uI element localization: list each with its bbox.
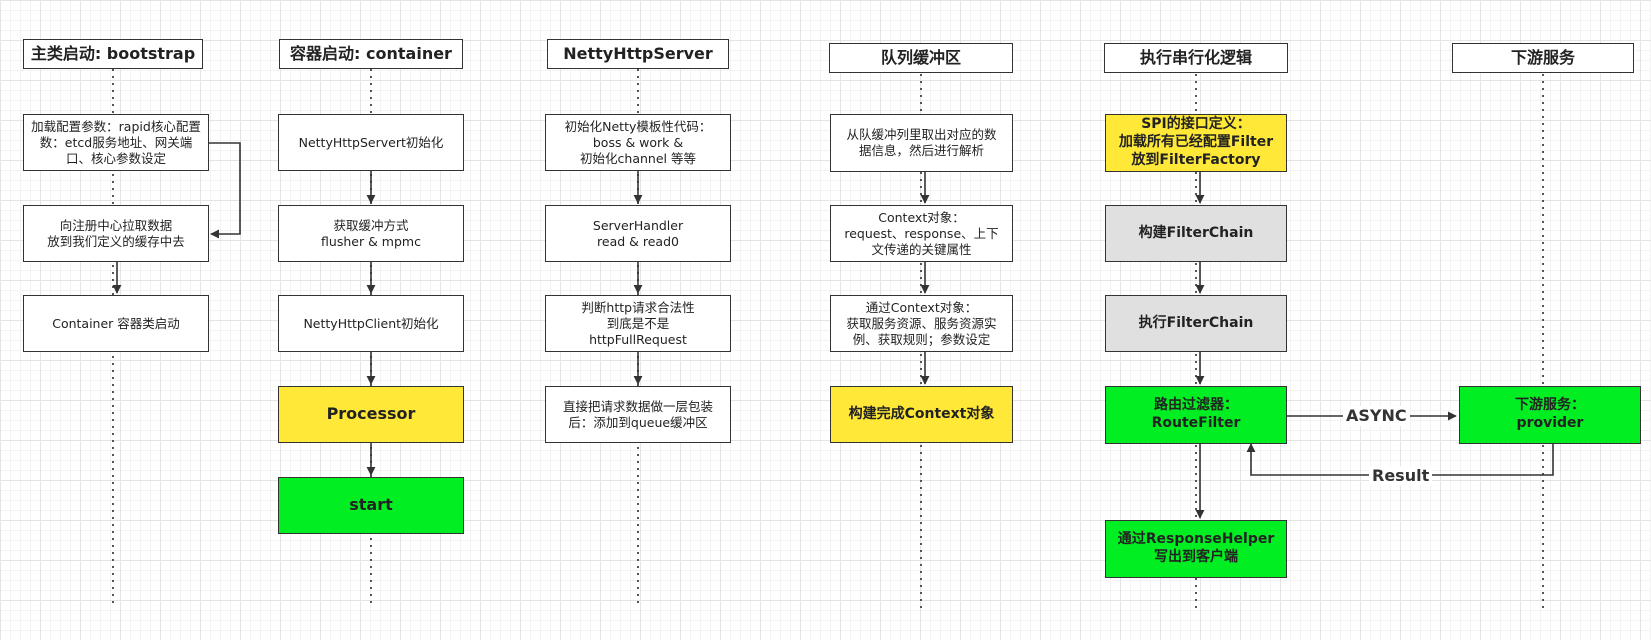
box-processor: Processor (278, 386, 464, 443)
box-container-start: Container 容器类启动 (23, 295, 209, 352)
edge-label-result: Result (1369, 466, 1433, 486)
box-start: start (278, 477, 464, 534)
box-context-object: Context对象： request、response、上下 文传递的关键属性 (830, 205, 1013, 262)
box-response-helper: 通过ResponseHelper 写出到客户端 (1105, 520, 1287, 578)
box-spi-define: SPI的接口定义： 加载所有已经配置Filter 放到FilterFactory (1105, 114, 1287, 172)
header-queue-buffer: 队列缓冲区 (829, 43, 1013, 73)
header-serial-logic: 执行串行化逻辑 (1104, 43, 1288, 73)
box-build-chain: 构建FilterChain (1105, 205, 1287, 262)
box-load-config: 加载配置参数：rapid核心配置数：etcd服务地址、网关端口、核心参数设定 (23, 114, 209, 171)
box-provider: 下游服务： provider (1459, 386, 1641, 444)
header-container: 容器启动: container (279, 39, 463, 69)
arrow-config-to-registry (209, 142, 241, 239)
box-server-handler: ServerHandler read & read0 (545, 205, 731, 262)
box-buffer-mode: 获取缓冲方式 flusher & mpmc (278, 205, 464, 262)
header-bootstrap: 主类启动: bootstrap (23, 39, 203, 69)
header-netty-server: NettyHttpServer (547, 39, 729, 69)
edge-label-async: ASYNC (1343, 406, 1410, 426)
box-http-check: 判断http请求合法性 到底是不是 httpFullRequest (545, 295, 731, 352)
box-server-init: NettyHttpServert初始化 (278, 114, 464, 171)
box-client-init: NettyHttpClient初始化 (278, 295, 464, 352)
box-wrap-queue: 直接把请求数据做一层包装 后：添加到queue缓冲区 (545, 386, 731, 443)
box-take-parse: 从队缓冲列里取出对应的数 据信息，然后进行解析 (830, 114, 1013, 172)
header-downstream: 下游服务 (1452, 43, 1634, 73)
box-via-context: 通过Context对象： 获取服务资源、服务资源实 例、获取规则；参数设定 (830, 295, 1013, 352)
box-pull-registry: 向注册中心拉取数据 放到我们定义的缓存中去 (23, 205, 209, 262)
box-route-filter: 路由过滤器： RouteFilter (1105, 386, 1287, 444)
box-build-done: 构建完成Context对象 (830, 386, 1013, 443)
box-exec-chain: 执行FilterChain (1105, 295, 1287, 352)
box-template-init: 初始化Netty模板性代码： boss & work & 初始化channel … (545, 114, 731, 171)
